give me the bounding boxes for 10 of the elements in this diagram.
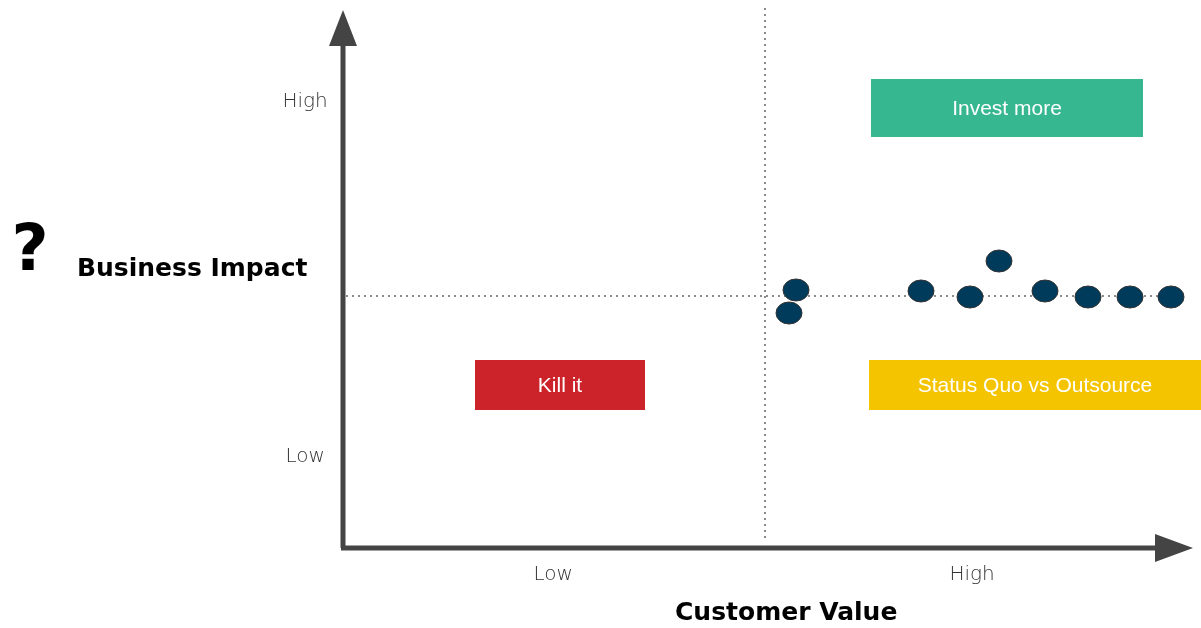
axis-title: Customer Value — [675, 596, 898, 626]
axis-tick-label: Low — [533, 561, 573, 585]
axis-tick-label: High — [949, 561, 995, 585]
question-mark: ? — [11, 211, 49, 285]
quadrant-box: Status Quo vs Outsource — [869, 360, 1201, 410]
quadrant-box: Kill it — [475, 360, 645, 410]
axis-title: Business Impact — [77, 252, 308, 282]
axis-tick-label: Low — [285, 443, 325, 467]
quadrant-box: Invest more — [871, 79, 1143, 137]
axis-tick-label: High — [282, 88, 328, 112]
